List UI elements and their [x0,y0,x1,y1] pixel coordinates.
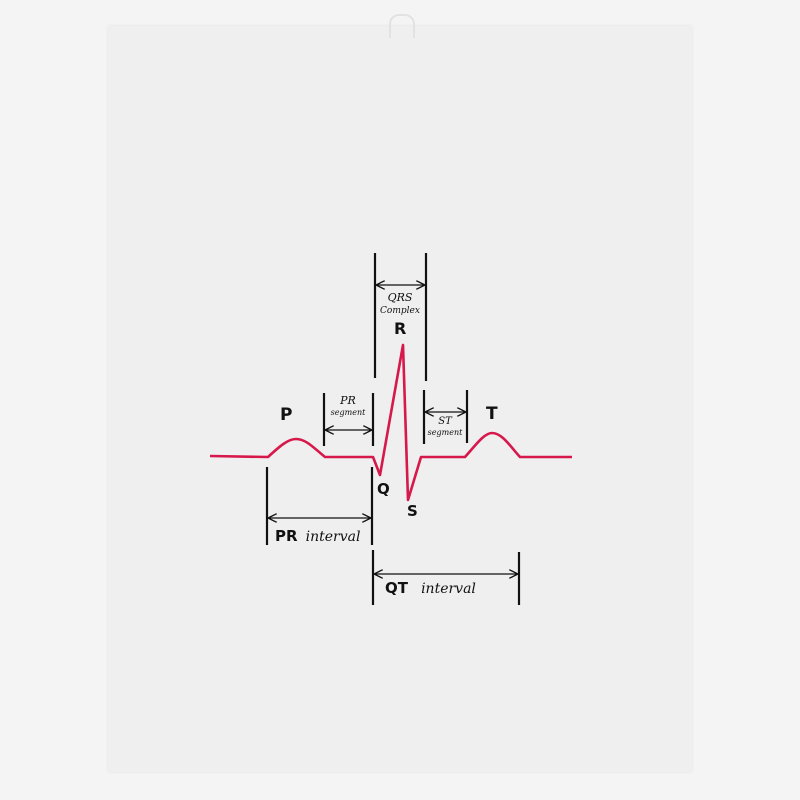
p-wave-label: P [280,405,292,425]
tea-towel [108,26,692,772]
q-wave-label: Q [377,480,390,498]
pr-interval-label: PR interval [275,526,360,545]
qrs-label: QRS [388,291,413,304]
qt-interval-label: QT interval [385,578,476,597]
t-wave-label: T [486,404,498,424]
arrows [269,285,517,574]
qt-interval-bold: QT [385,579,409,597]
qt-interval-italic: interval [421,581,476,597]
ecg-trace [209,343,572,502]
r-wave-label: R [394,319,406,338]
st-segment-sublabel: segment [428,428,463,437]
pr-interval-italic: interval [306,529,361,545]
s-wave-label: S [407,502,418,520]
boundary-lines [265,253,521,605]
pr-interval-bold: PR [275,527,298,545]
complex-label: Complex [380,306,420,316]
pr-segment-sublabel: segment [331,408,366,417]
pr-segment-label: PR [339,394,356,407]
st-segment-label: ST [438,416,453,427]
hanging-loop [389,14,415,38]
